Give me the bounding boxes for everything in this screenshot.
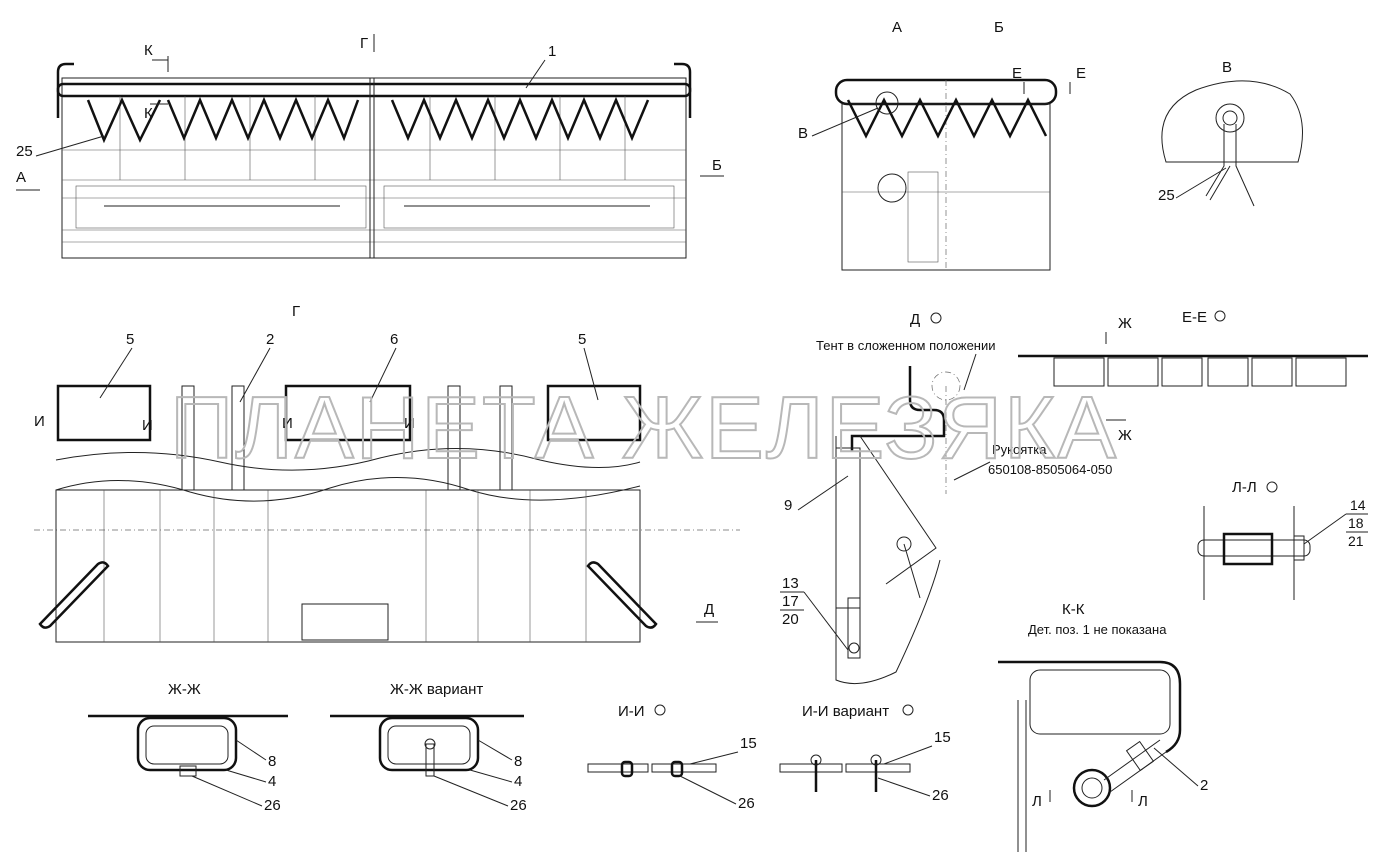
- callout-17: 17: [782, 593, 799, 610]
- callout-21: 21: [1348, 533, 1364, 549]
- callout-8-zhzh: 8: [268, 753, 276, 770]
- note-tent-folded: Тент в сложенном положении: [816, 338, 996, 353]
- view-title-a: А: [892, 19, 902, 36]
- callout-14: 14: [1350, 497, 1366, 513]
- section-title-ll: Л-Л: [1232, 479, 1257, 496]
- note-kk: Дет. поз. 1 не показана: [1028, 622, 1167, 637]
- section-title-ii-variant: И-И вариант: [802, 703, 889, 720]
- callout-6-plan: 6: [390, 331, 398, 348]
- section-marker-l-right: Л: [1138, 793, 1148, 810]
- callout-1-main: 1: [548, 43, 556, 60]
- section-marker-zh-bottom: Ж: [1118, 427, 1132, 444]
- end-view: [834, 78, 1058, 271]
- view-marker-v: В: [798, 125, 808, 142]
- view-marker-e-right: Е: [1076, 65, 1086, 82]
- section-title-zhzh-variant: Ж-Ж вариант: [390, 681, 483, 698]
- section-ii-variant: [779, 754, 911, 792]
- view-marker-d: Д: [704, 601, 714, 618]
- section-marker-i-2: И: [142, 417, 153, 434]
- section-kk: [998, 660, 1182, 852]
- callout-26-variant: 26: [510, 797, 527, 814]
- detail-d: [835, 366, 961, 685]
- section-marker-k-bottom: К: [144, 105, 153, 122]
- section-ll: [1197, 506, 1311, 600]
- callout-26-ii-variant: 26: [932, 787, 949, 804]
- section-marker-i-1: И: [34, 413, 45, 430]
- callout-15-ii: 15: [740, 735, 757, 752]
- callout-25-main: 25: [16, 143, 33, 160]
- callout-2-kk: 2: [1200, 777, 1208, 794]
- callout-2-plan: 2: [266, 331, 274, 348]
- section-marker-i-4: И: [404, 415, 415, 432]
- section-marker-zh-top: Ж: [1118, 315, 1132, 332]
- callout-8-variant: 8: [514, 753, 522, 770]
- note-handle: Рукоятка: [992, 442, 1047, 457]
- view-marker-a-left: А: [16, 169, 26, 186]
- callout-20: 20: [782, 611, 799, 628]
- callout-15-ii-variant: 15: [934, 729, 951, 746]
- callout-9: 9: [784, 497, 792, 514]
- callout-13: 13: [782, 575, 799, 592]
- section-marker-l-left: Л: [1032, 793, 1042, 810]
- callout-5-left: 5: [126, 331, 134, 348]
- section-ee: [1018, 354, 1368, 387]
- watermark: ПЛАНЕТА ЖЕЛЕЗЯКА: [170, 378, 1118, 477]
- section-title-ii: И-И: [618, 703, 645, 720]
- view-title-g: Г: [292, 303, 300, 320]
- main-side-view: [56, 62, 692, 259]
- view-marker-b-right: Б: [712, 157, 722, 174]
- view-title-b: Б: [994, 19, 1004, 36]
- section-title-kk: К-К: [1062, 601, 1085, 618]
- section-zhzh-variant: [330, 714, 524, 777]
- section-marker-k-top: К: [144, 42, 153, 59]
- detail-title-v: В: [1222, 59, 1232, 76]
- section-ii: [587, 760, 717, 778]
- section-title-ee: Е-Е: [1182, 309, 1207, 326]
- callout-4-zhzh: 4: [268, 773, 276, 790]
- section-marker-i-3: И: [282, 415, 293, 432]
- note-handle-part: 650108-8505064-050: [988, 462, 1112, 477]
- view-marker-e-left: Е: [1012, 65, 1022, 82]
- detail-v: [1161, 80, 1303, 207]
- callout-5-right: 5: [578, 331, 586, 348]
- view-marker-g: Г: [360, 35, 368, 52]
- callout-26-ii: 26: [738, 795, 755, 812]
- callout-25-detail: 25: [1158, 187, 1175, 204]
- section-zhzh: [88, 714, 288, 777]
- plan-view: [34, 384, 740, 643]
- callout-18: 18: [1348, 515, 1364, 531]
- callout-4-variant: 4: [514, 773, 522, 790]
- callout-26-zhzh: 26: [264, 797, 281, 814]
- view-title-d: Д: [910, 311, 920, 328]
- section-title-zhzh: Ж-Ж: [168, 681, 201, 698]
